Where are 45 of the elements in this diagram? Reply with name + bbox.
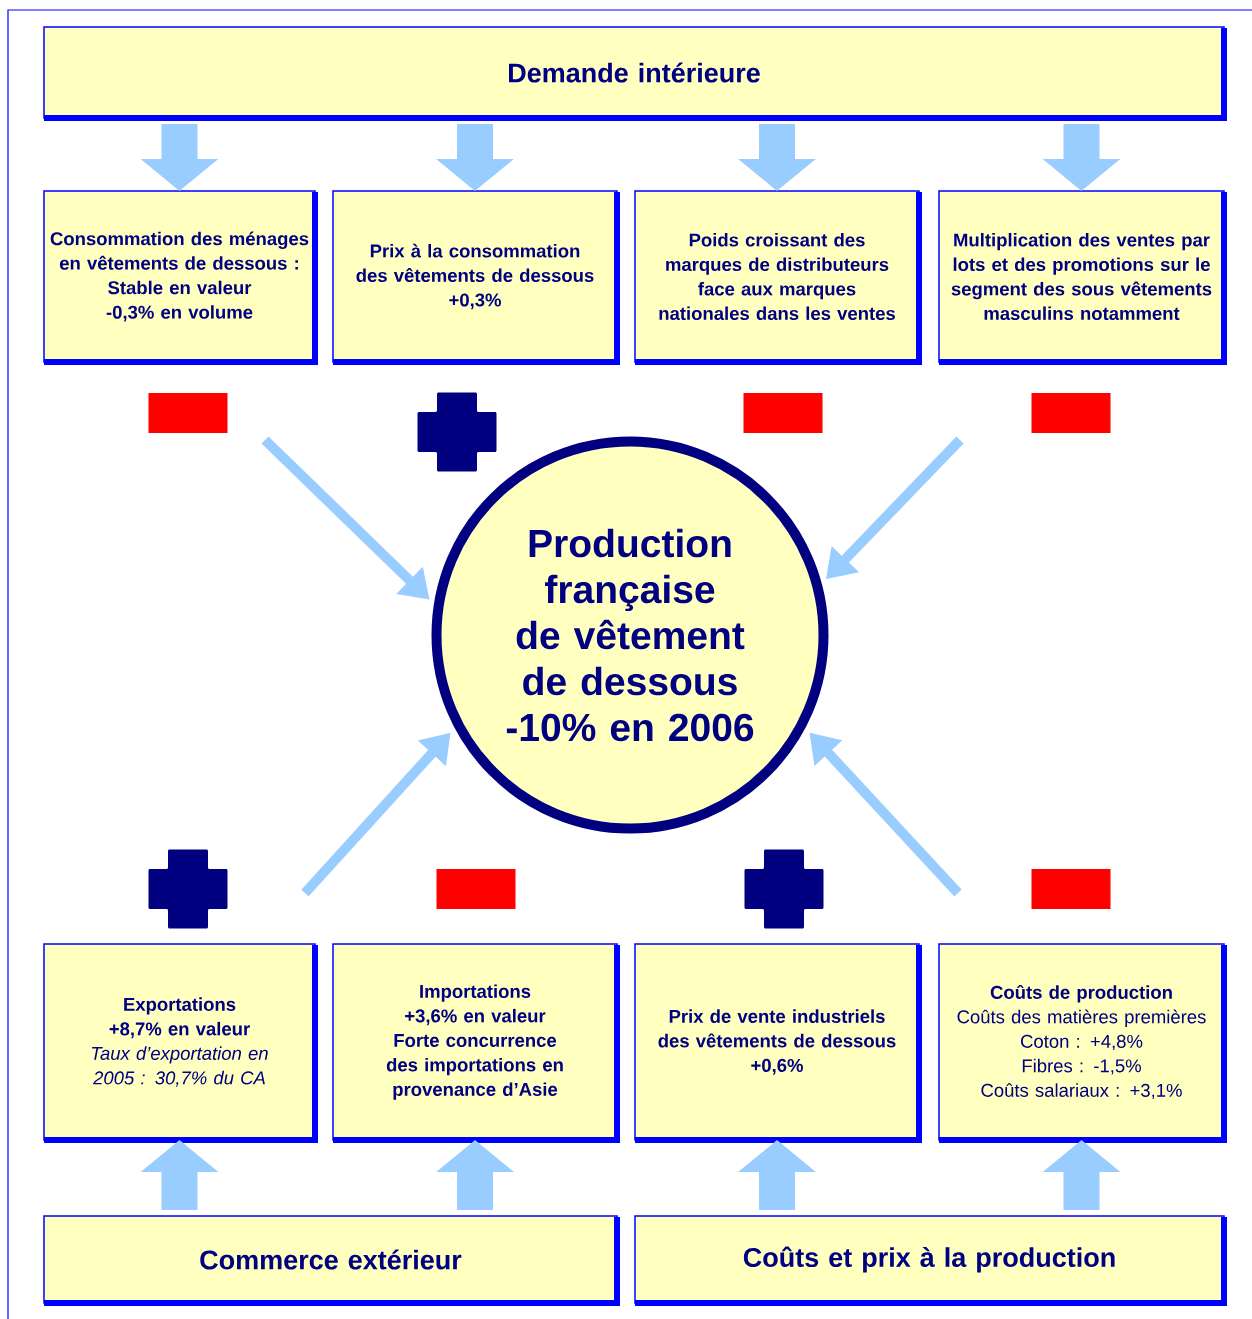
text-box [634, 190, 922, 365]
box-text: Coûts des matières premières [957, 1009, 1206, 1028]
text-box [43, 190, 318, 365]
circle-text: Production française de vêtement de dessous [516, 528, 745, 696]
box-text: Prix de vente industriels des vêtements de dessous [658, 1009, 896, 1048]
text-box [332, 943, 620, 1143]
box-text: Multiplication des ventes par lots et des promotions sur le segment des sous vêtements masculins notamment [951, 232, 1212, 321]
box-text: +3,6% en valeur [405, 1008, 546, 1026]
plus-sign [417, 392, 497, 472]
minus-sign [1031, 393, 1111, 433]
box-text: -0,3% en volume [106, 305, 253, 322]
circle-text: -10% en 2006 [506, 713, 754, 742]
box-text: Stable en valeur [108, 280, 252, 295]
box-text: Coton : +4,8% [1021, 1034, 1143, 1051]
minus-sign [436, 869, 516, 909]
text-box [938, 943, 1227, 1143]
box-text: Prix à la consommation des vêtements de dessous [356, 243, 594, 283]
minus-sign [743, 393, 823, 433]
box-text: Fibres : -1,5% [1022, 1058, 1141, 1075]
heading-box [43, 1215, 620, 1306]
box-text: +8,7% en valeur [109, 1021, 250, 1039]
heading-box [43, 26, 1227, 121]
box-text: +0,3% [449, 293, 501, 310]
heading-box [634, 1215, 1227, 1306]
box-text: Taux d’exportation en 2005 : 30,7% du CA [92, 1046, 268, 1087]
minus-sign [148, 393, 228, 433]
box-text: Coûts salariaux : +3,1% [981, 1083, 1182, 1100]
box-text: Demande intérieure [509, 62, 760, 83]
box-text: Poids croissant des marques de distributeurs face aux marques nationales dans les ventes [659, 232, 895, 321]
text-box [332, 190, 620, 365]
box-text: Forte concurrence des importations en provenance d’Asie [386, 1034, 563, 1100]
plus-sign [744, 849, 824, 929]
plus-sign [148, 849, 228, 929]
text-box [43, 943, 318, 1143]
text-box [634, 943, 922, 1143]
box-text: Consommation des ménages en vêtements de dessous : [50, 231, 309, 270]
box-text: Importations [420, 984, 531, 1002]
center-circle [431, 436, 829, 834]
text-box [938, 190, 1227, 365]
box-text: Coûts de production [990, 984, 1172, 1003]
box-text: Exportations [124, 997, 236, 1015]
box-text: +0,6% [751, 1058, 803, 1075]
minus-sign [1031, 869, 1111, 909]
box-text: Commerce extérieur [200, 1249, 462, 1270]
box-text: Coûts et prix à la production [743, 1246, 1115, 1273]
